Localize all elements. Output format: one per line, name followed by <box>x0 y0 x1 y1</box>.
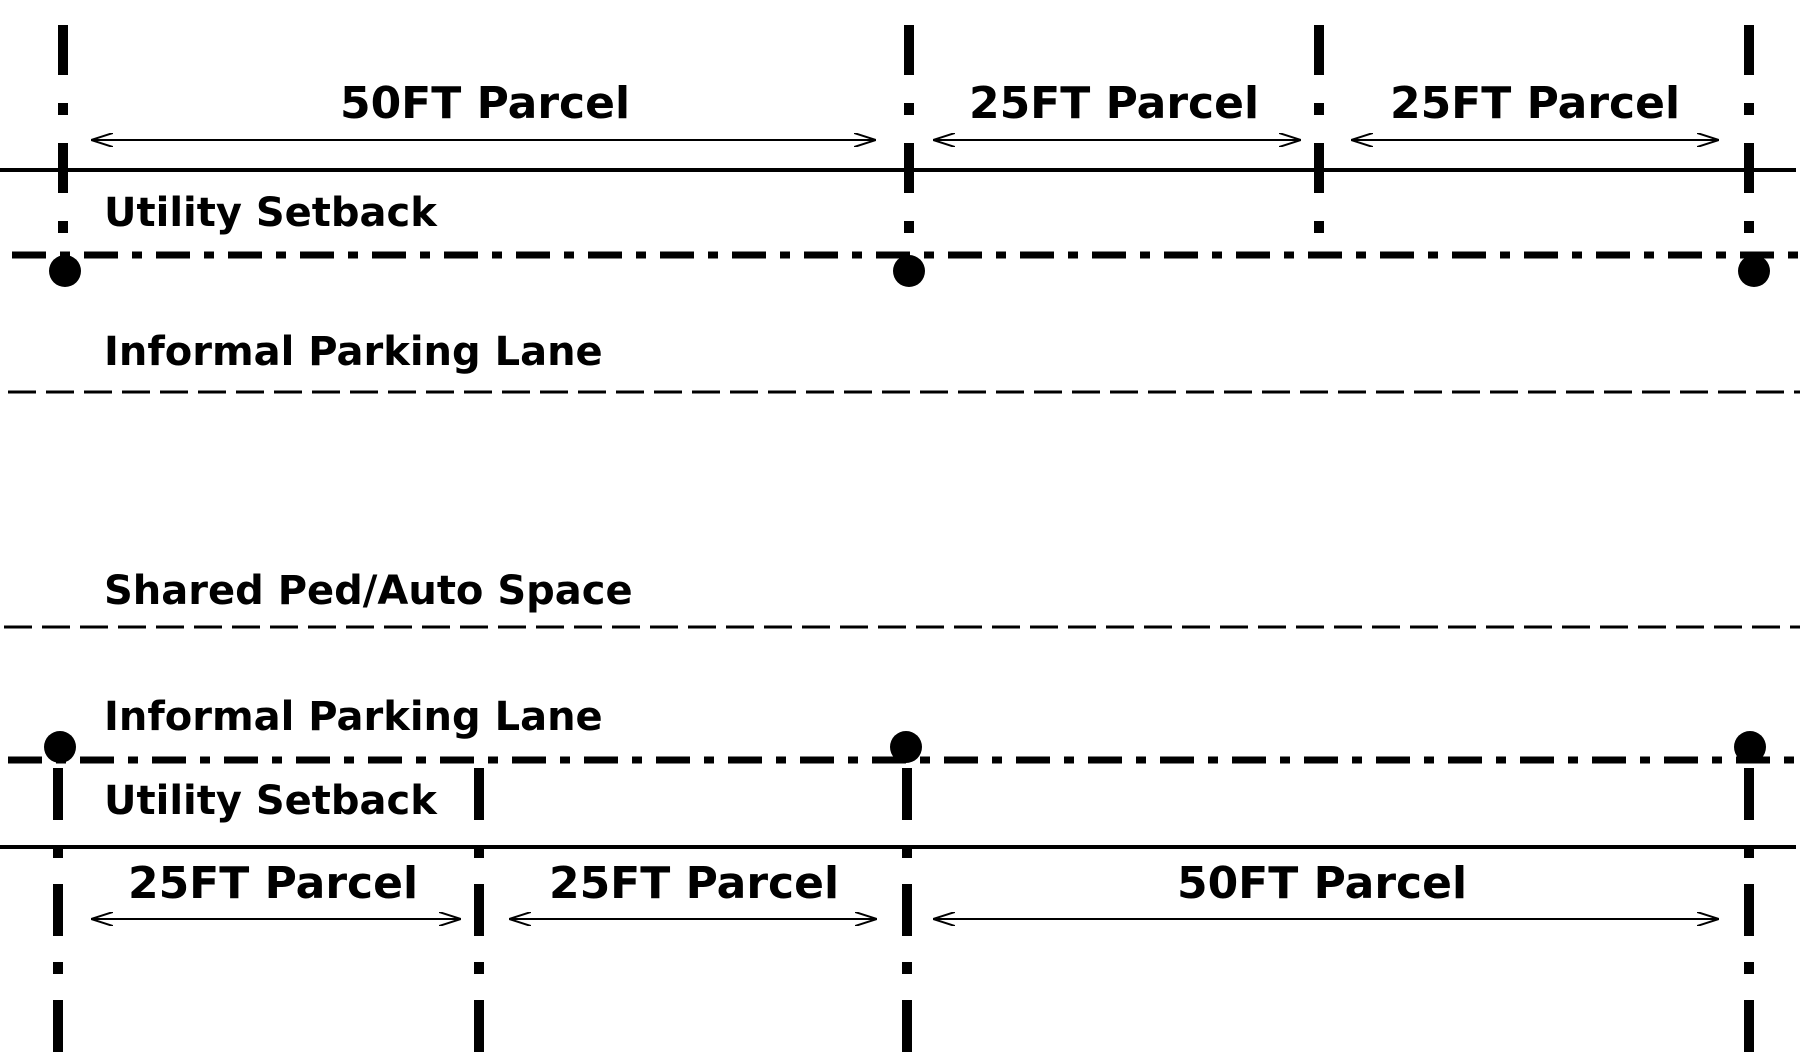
top-utility-setback-label: Utility Setback <box>104 190 438 236</box>
bottom-parcel-3-label: 50FT Parcel <box>1177 858 1467 909</box>
shared-space-label: Shared Ped/Auto Space <box>104 568 633 614</box>
bottom-parcel-1-label: 25FT Parcel <box>128 858 418 909</box>
bottom-utility-setback-label: Utility Setback <box>104 778 438 824</box>
bottom-utility-pole-3 <box>1734 731 1766 763</box>
top-parcel-2-label: 25FT Parcel <box>969 78 1259 129</box>
top-parking-lane-label: Informal Parking Lane <box>104 329 603 375</box>
top-utility-pole-2 <box>893 255 925 287</box>
top-utility-pole-3 <box>1738 255 1770 287</box>
bottom-parcel-2-label: 25FT Parcel <box>549 858 839 909</box>
bottom-utility-pole-2 <box>890 731 922 763</box>
bottom-parking-lane-label: Informal Parking Lane <box>104 694 603 740</box>
top-parcel-3-label: 25FT Parcel <box>1390 78 1680 129</box>
top-utility-pole-1 <box>49 255 81 287</box>
bottom-utility-pole-1 <box>44 731 76 763</box>
top-parcel-1-label: 50FT Parcel <box>340 78 630 129</box>
